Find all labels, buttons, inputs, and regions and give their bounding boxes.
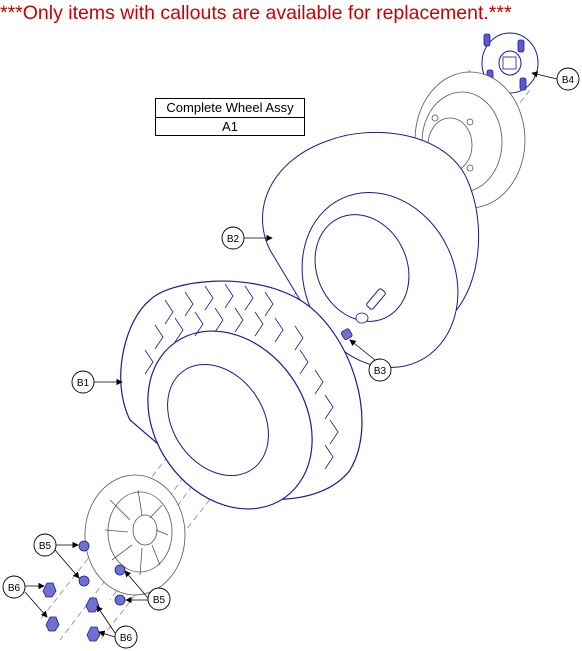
callout-b2[interactable]: B2 (221, 226, 245, 250)
callout-b1[interactable]: B1 (71, 370, 95, 394)
callout-b4[interactable]: B4 (556, 67, 580, 91)
callout-leaders (24, 71, 558, 638)
callout-b2-label: B2 (227, 234, 240, 245)
callout-b3[interactable]: B3 (368, 358, 392, 382)
lug-bolt-parts[interactable] (42, 582, 101, 642)
callout-b1-label: B1 (77, 378, 90, 389)
callout-b6-right-label: B6 (120, 633, 133, 644)
rim-half-front (84, 474, 186, 596)
valve-nut-part[interactable] (340, 312, 369, 340)
hub-part[interactable] (481, 32, 539, 94)
callout-b5-right[interactable]: B5 (147, 587, 171, 611)
callout-b3-label: B3 (374, 366, 387, 377)
callout-b6-left[interactable]: B6 (2, 575, 26, 599)
lug-nut-parts[interactable] (78, 540, 126, 606)
callout-b5-right-label: B5 (153, 595, 166, 606)
replacement-notice: ***Only items with callouts are availabl… (0, 2, 512, 24)
callout-b6-right[interactable]: B6 (114, 625, 138, 649)
callout-b5-left-label: B5 (39, 541, 52, 552)
callout-b6-left-label: B6 (8, 583, 21, 594)
callout-b4-label: B4 (562, 75, 575, 86)
callout-b5-left[interactable]: B5 (33, 533, 57, 557)
inner-tube-part[interactable] (262, 131, 487, 393)
assembly-table-value[interactable]: A1 (156, 117, 304, 136)
assembly-table-header: Complete Wheel Assy (166, 100, 294, 115)
assembly-table: Complete Wheel Assy A1 (155, 98, 305, 136)
tire-part[interactable] (114, 280, 363, 541)
